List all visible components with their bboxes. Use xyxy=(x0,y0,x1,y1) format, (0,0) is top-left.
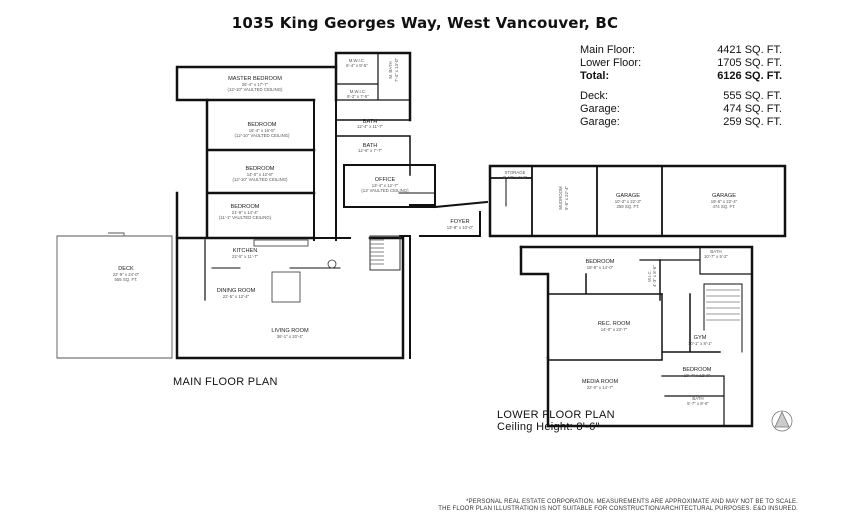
room-dims-lower-bath-2: 5'-7" x 8'-0" xyxy=(687,401,709,406)
room-name-garage-1: GARAGE xyxy=(616,193,640,199)
room-dims-lower-bedroom-1: 18'-9" x 14'-0" xyxy=(587,265,614,270)
room-labels: MASTER BEDROOM 26'-4" x 17'-7" (12'-10" … xyxy=(113,58,738,406)
room-note-bedroom-2: (12'-10" VAULTED CEILING) xyxy=(233,177,289,182)
main-stairs xyxy=(369,235,401,271)
room-dims-storage: 9'-10" x 5'-6" xyxy=(503,175,528,180)
room-dims-bedroom-3: 21'-9" x 14'-4" xyxy=(232,210,259,215)
room-dims-media-room: 22'-0" x 14'-7" xyxy=(587,385,614,390)
room-dims-kitchen: 22'-5" x 11'-7" xyxy=(232,254,259,259)
room-note-bedroom-1: (12'-10" VAULTED CEILING) xyxy=(235,133,291,138)
room-note-garage-1: 259 SQ. FT. xyxy=(617,204,640,209)
room-name-foyer: FOYER xyxy=(450,219,469,225)
disclaimer-line-2: THE FLOOR PLAN ILLUSTRATION IS NOT SUITA… xyxy=(438,506,798,512)
room-name-lower-bedroom-2: BEDROOM xyxy=(683,367,712,373)
room-name-storage: STORAGE xyxy=(505,170,526,175)
disclaimer: *PERSONAL REAL ESTATE CORPORATION. MEASU… xyxy=(438,499,798,513)
main-floor-walls xyxy=(175,51,787,360)
area-value: 259 SQ. FT. xyxy=(723,116,782,128)
room-dims-garage-2: 19'-6" x 22'-4" xyxy=(711,199,738,204)
room-name-rec-room: REC. ROOM xyxy=(598,321,631,327)
room-dims-rec-room: 14'-0" x 23'-7" xyxy=(601,327,628,332)
plan-title: 1035 King Georges Way, West Vancouver, B… xyxy=(231,14,619,32)
room-dims-lower-wic: 4'-3" x 8'-6" xyxy=(652,265,657,287)
room-note-deck: 555 SQ. FT. xyxy=(115,277,138,282)
room-name-bath-2: BATH xyxy=(363,143,378,149)
area-summary-table: Main Floor: 4421 SQ. FT. Lower Floor: 1705… xyxy=(580,44,782,129)
room-dims-garage-1: 10'-3" x 22'-3" xyxy=(615,199,642,204)
room-name-dining-room: DINING ROOM xyxy=(217,288,256,294)
room-name-mudroom: MUDROOM xyxy=(558,186,563,210)
area-label: Total: xyxy=(580,70,610,82)
room-name-bedroom-2: BEDROOM xyxy=(246,166,275,172)
area-value: 555 SQ. FT. xyxy=(723,90,782,102)
room-dims-lower-bedroom-2: 10'-4" x 12'-0" xyxy=(684,373,711,378)
area-label: Main Floor: xyxy=(580,44,636,56)
room-dims-master-bedroom: 26'-4" x 17'-7" xyxy=(242,82,269,87)
area-row-main-floor: Main Floor: 4421 SQ. FT. xyxy=(580,44,782,57)
disclaimer-line-1: *PERSONAL REAL ESTATE CORPORATION. MEASU… xyxy=(466,499,798,505)
area-row-lower-floor: Lower Floor: 1705 SQ. FT. xyxy=(580,57,782,70)
area-label: Deck: xyxy=(580,90,609,102)
room-name-deck: DECK xyxy=(118,266,134,272)
deck-outline xyxy=(56,232,173,359)
area-row-garage-1: Garage: 474 SQ. FT. xyxy=(580,103,782,116)
room-dims-dining-room: 22'-5" x 12'-4" xyxy=(223,294,250,299)
main-floor-label: MAIN FLOOR PLAN xyxy=(173,376,278,388)
area-value: 6126 SQ. FT. xyxy=(717,70,782,82)
room-name-mwic-1: M.W.I.C. xyxy=(349,58,365,63)
room-name-living-room: LIVING ROOM xyxy=(271,328,309,334)
ceiling-height-label: Ceiling Height: 8'-6" xyxy=(497,421,600,433)
area-value: 1705 SQ. FT. xyxy=(717,57,782,69)
area-row-garage-2: Garage: 259 SQ. FT. xyxy=(580,116,782,129)
lower-floor-label-block: LOWER FLOOR PLAN Ceiling Height: 8'-6" xyxy=(497,409,615,433)
room-dims-foyer: 13'-8" x 10'-0" xyxy=(447,225,474,230)
room-name-gym: GYM xyxy=(694,335,707,341)
room-dims-deck: 22'-9" x 24'-0" xyxy=(113,272,140,277)
room-dims-mudroom: 9'-8" x 22'-4" xyxy=(564,186,569,211)
lower-floor-label: LOWER FLOOR PLAN xyxy=(497,409,615,421)
kitchen-fixtures xyxy=(253,239,337,303)
area-row-deck: Deck: 555 SQ. FT. xyxy=(580,90,782,103)
area-row-total: Total: 6126 SQ. FT. xyxy=(580,70,782,83)
room-dims-mwic-1: 6'-4" x 8'-5" xyxy=(346,63,368,68)
room-dims-living-room: 36'-1" x 20'-4" xyxy=(277,334,304,339)
room-note-office: (13' VAULTED CEILING) xyxy=(361,188,409,193)
room-name-garage-2: GARAGE xyxy=(712,193,736,199)
lower-stairs xyxy=(706,289,740,321)
room-dims-mwic-2: 6'-2" x 7'-5" xyxy=(347,94,369,99)
room-name-master-bedroom: MASTER BEDROOM xyxy=(228,76,282,82)
room-name-master-bath: M. BATH xyxy=(388,61,393,78)
room-name-kitchen: KITCHEN xyxy=(233,248,258,254)
room-name-office: OFFICE xyxy=(375,177,396,183)
room-dims-bedroom-2: 14'-0" x 12'-8" xyxy=(247,172,274,177)
room-note-garage-2: 474 SQ. FT. xyxy=(713,204,736,209)
room-name-lower-bath-2: BATH xyxy=(692,396,703,401)
area-value: 474 SQ. FT. xyxy=(723,103,782,115)
room-dims-gym: 10'-1" x 8'-1" xyxy=(688,341,713,346)
compass-icon xyxy=(771,410,793,432)
room-dims-master-bath: 7'-4" x 13'-0" xyxy=(394,58,399,83)
room-name-lower-wic: W.I.C. xyxy=(647,270,652,282)
room-note-master-bedroom: (12'-10" VAULTED CEILING) xyxy=(228,87,284,92)
room-name-media-room: MEDIA ROOM xyxy=(582,379,619,385)
room-name-mwic-2: M.W.I.C. xyxy=(350,89,366,94)
room-name-lower-bath-1: BATH xyxy=(710,249,721,254)
room-dims-bath-1: 12'-4" x 11'-7" xyxy=(357,124,384,129)
room-dims-bedroom-1: 16'-4" x 16'-5" xyxy=(249,128,276,133)
area-label: Garage: xyxy=(580,116,620,128)
room-note-bedroom-3: (11'-1" VAULTED CEILING) xyxy=(219,215,272,220)
lower-floor-walls xyxy=(519,245,754,428)
area-label: Lower Floor: xyxy=(580,57,642,69)
room-name-bedroom-3: BEDROOM xyxy=(231,204,260,210)
room-dims-bath-2: 12'-6" x 7'-7" xyxy=(358,148,383,153)
area-value: 4421 SQ. FT. xyxy=(717,44,782,56)
room-name-bedroom-1: BEDROOM xyxy=(248,122,277,128)
room-name-bath-1: BATH xyxy=(363,119,378,125)
room-dims-office: 13'-4" x 12'-7" xyxy=(372,183,399,188)
room-name-lower-bedroom-1: BEDROOM xyxy=(586,259,615,265)
room-dims-lower-bath-1: 10'-7" x 5'-2" xyxy=(704,254,729,259)
area-label: Garage: xyxy=(580,103,620,115)
